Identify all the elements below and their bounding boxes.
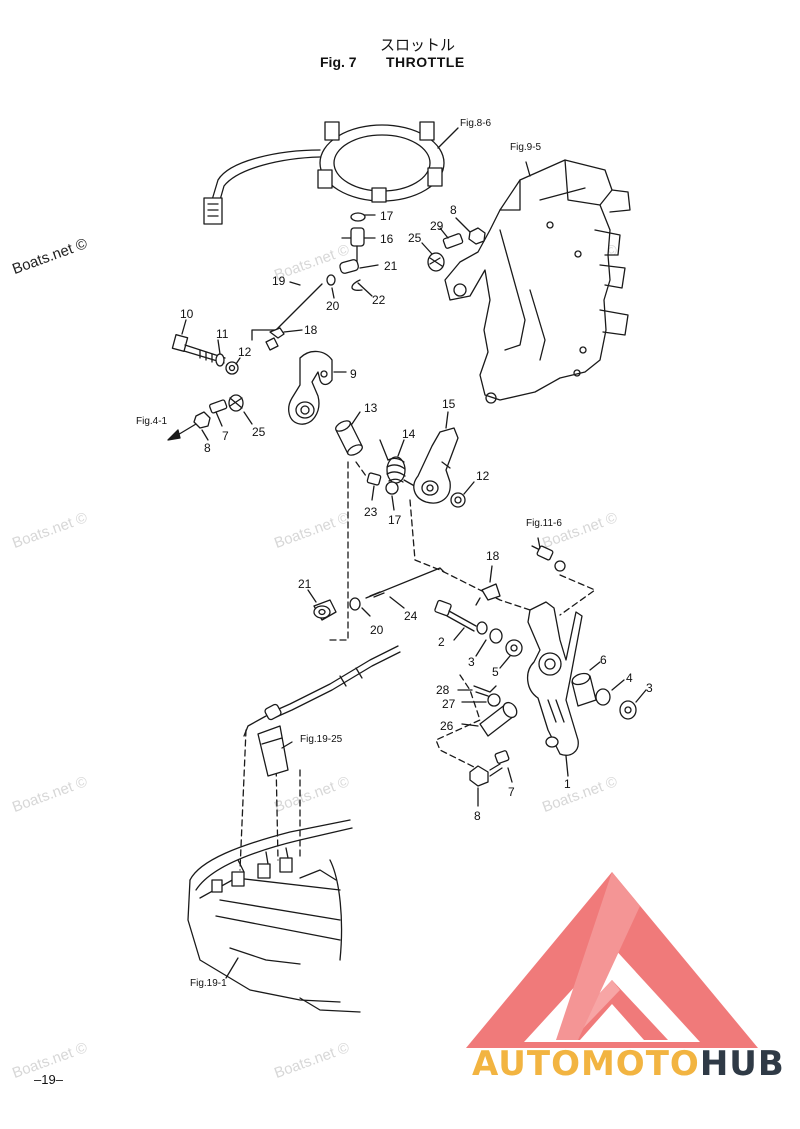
collar-26 bbox=[479, 701, 518, 737]
callout-27: 27 bbox=[442, 697, 456, 711]
callout-21: 21 bbox=[384, 259, 398, 273]
callout-numbers: 17 16 21 22 20 19 18 8 29 25 10 11 12 9 … bbox=[180, 203, 653, 823]
bottom-cowling bbox=[187, 819, 361, 1013]
callout-9: 9 bbox=[350, 367, 357, 381]
ref-fig-4-1: Fig.4-1 bbox=[136, 416, 168, 427]
callout-20: 20 bbox=[370, 623, 384, 637]
callout-14: 14 bbox=[402, 427, 416, 441]
page-number: –19– bbox=[34, 1072, 63, 1087]
title-japanese: スロットル bbox=[380, 36, 456, 54]
callout-23: 23 bbox=[364, 505, 378, 519]
logo-text-automoto: AUTOMOTO bbox=[472, 1044, 700, 1084]
callout-22: 22 bbox=[372, 293, 386, 307]
throttle-rod-24 bbox=[349, 567, 445, 611]
callout-2: 2 bbox=[438, 635, 445, 649]
figure-number: Fig. 7 bbox=[320, 54, 357, 70]
callout-7: 7 bbox=[222, 429, 229, 443]
callout-7: 7 bbox=[508, 785, 515, 799]
ref-fig-9-5: Fig.9-5 bbox=[510, 142, 542, 153]
callout-17: 17 bbox=[380, 209, 394, 223]
callout-16: 16 bbox=[380, 232, 394, 246]
callout-4: 4 bbox=[626, 671, 633, 685]
callout-11: 11 bbox=[216, 327, 229, 341]
callout-25: 25 bbox=[252, 425, 266, 439]
callout-8: 8 bbox=[450, 203, 457, 217]
callout-29: 29 bbox=[430, 219, 444, 233]
callout-12: 12 bbox=[476, 469, 490, 483]
alignment-guides bbox=[239, 461, 596, 871]
collar-6-and-washers bbox=[571, 672, 637, 720]
callout-18: 18 bbox=[486, 549, 500, 563]
callout-21: 21 bbox=[298, 577, 312, 591]
callout-6: 6 bbox=[600, 653, 607, 667]
pin-from-fig-11-6 bbox=[531, 537, 566, 572]
throttle-lever-1 bbox=[527, 601, 583, 756]
callout-20: 20 bbox=[326, 299, 340, 313]
rod-end-21 bbox=[313, 599, 337, 621]
throttle-lever-9 bbox=[288, 350, 347, 425]
ref-fig-8-6: Fig.8-6 bbox=[460, 118, 492, 129]
callout-28: 28 bbox=[436, 683, 450, 697]
callout-8: 8 bbox=[204, 441, 211, 455]
bolt-assembly-left bbox=[171, 334, 239, 375]
callout-3: 3 bbox=[468, 655, 475, 669]
throttle-lever-15 bbox=[413, 427, 459, 504]
callout-15: 15 bbox=[442, 397, 456, 411]
callout-17: 17 bbox=[388, 513, 402, 527]
callout-3: 3 bbox=[646, 681, 653, 695]
ref-fig-19-1: Fig.19-1 bbox=[190, 978, 227, 989]
throttle-cable bbox=[243, 645, 401, 737]
figure-references: Fig.8-6 Fig.9-5 Fig.4-1 Fig.11-6 Fig.19-… bbox=[136, 118, 562, 989]
callout-24: 24 bbox=[404, 609, 418, 623]
stator-ring bbox=[203, 121, 445, 225]
logo-wordmark: AUTOMOTOHUB bbox=[472, 1044, 785, 1084]
callout-8: 8 bbox=[474, 809, 481, 823]
ref-fig-19-25: Fig.19-25 bbox=[300, 734, 343, 745]
link-rod-assembly-top bbox=[251, 212, 366, 341]
bolt-and-nut-bottom bbox=[469, 750, 510, 787]
callout-25: 25 bbox=[408, 231, 422, 245]
spring-14 bbox=[379, 439, 419, 489]
callout-19: 19 bbox=[272, 274, 286, 288]
callout-12: 12 bbox=[238, 345, 252, 359]
automotohub-logo-mark bbox=[466, 872, 758, 1048]
callout-5: 5 bbox=[492, 665, 499, 679]
callout-1: 1 bbox=[564, 777, 571, 791]
ref-fig-11-6: Fig.11-6 bbox=[526, 518, 562, 529]
callout-10: 10 bbox=[180, 307, 194, 321]
logo-text-hub: HUB bbox=[699, 1044, 785, 1084]
callout-13: 13 bbox=[364, 401, 378, 415]
collar-13 bbox=[335, 420, 363, 456]
callout-18: 18 bbox=[304, 323, 318, 337]
bolt-assembly-2 bbox=[434, 599, 523, 657]
callout-26: 26 bbox=[440, 719, 454, 733]
powerhead-block bbox=[444, 159, 631, 404]
figure-title: THROTTLE bbox=[386, 54, 465, 70]
